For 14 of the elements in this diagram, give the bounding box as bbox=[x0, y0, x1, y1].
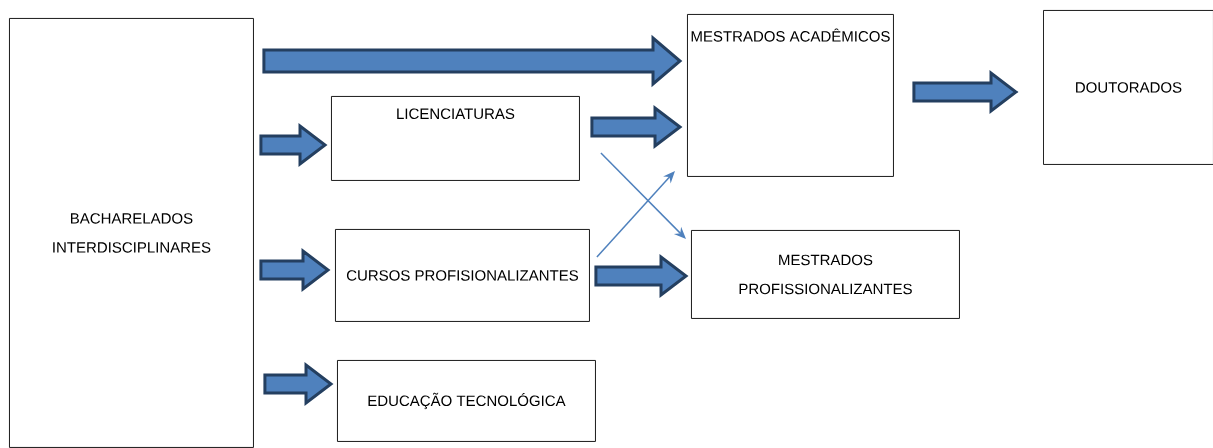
block-arrow bbox=[594, 253, 689, 299]
process-box: DOUTORADOS bbox=[1043, 10, 1213, 165]
process-box: BACHARELADOS INTERDISCIPLINARES bbox=[9, 18, 254, 448]
process-box: CURSOS PROFISIONALIZANTES bbox=[335, 229, 590, 322]
block-arrow bbox=[262, 34, 683, 88]
block-arrow bbox=[912, 69, 1019, 115]
block-arrow bbox=[590, 104, 683, 150]
block-arrow bbox=[263, 361, 334, 407]
block-arrow bbox=[259, 247, 331, 293]
process-box: MESTRADOS ACADÊMICOS bbox=[687, 14, 894, 177]
process-box: MESTRADOS PROFISSIONALIZANTES bbox=[691, 230, 960, 319]
process-box: EDUCAÇÃO TECNOLÓGICA bbox=[337, 360, 596, 442]
process-box: LICENCIATURAS bbox=[331, 96, 580, 181]
block-arrow bbox=[259, 122, 328, 168]
